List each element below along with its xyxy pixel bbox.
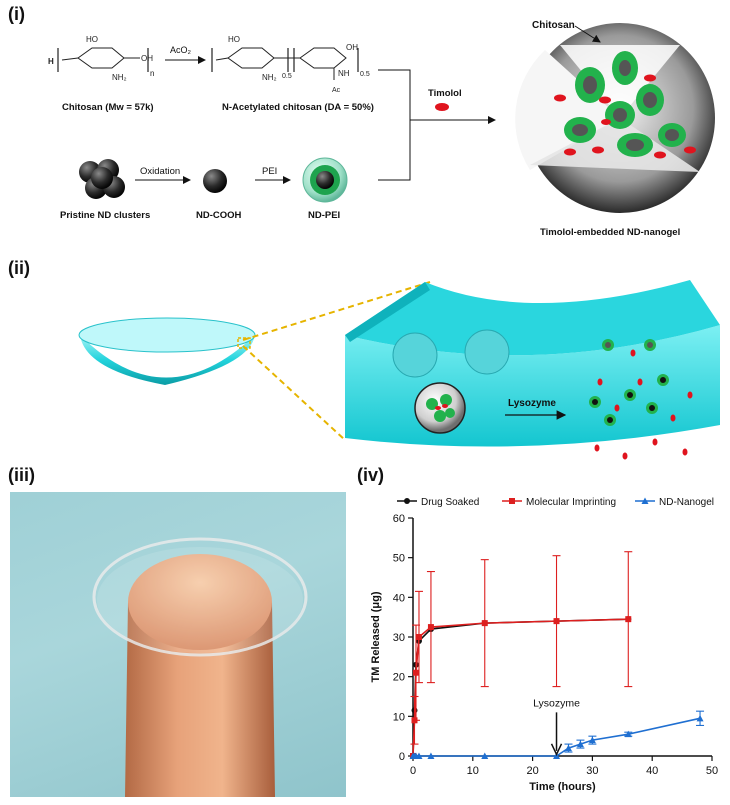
x-tick-label: 30 xyxy=(586,765,598,777)
chitosan-label: Chitosan (Mw = 57k) xyxy=(62,102,154,113)
x-tick-label: 20 xyxy=(526,765,538,777)
data-point xyxy=(696,714,704,722)
data-point xyxy=(427,624,434,631)
nanogel-label: Timolol-embedded ND-nanogel xyxy=(540,227,680,238)
acetyl-oh: OH xyxy=(346,43,358,52)
pristine-nd-clusters xyxy=(79,159,125,199)
acetyl-sub-05b: 0.5 xyxy=(360,71,370,78)
y-tick-label: 0 xyxy=(399,751,405,763)
series-line-1 xyxy=(412,618,629,757)
released-timolol-dots xyxy=(594,349,693,460)
annotation-label: Lysozyme xyxy=(533,697,580,709)
legend-label-1: Molecular Imprinting xyxy=(526,497,616,508)
panel-label-iv: (iv) xyxy=(357,465,384,485)
data-point xyxy=(588,736,596,744)
data-point xyxy=(412,669,419,676)
x-tick-label: 0 xyxy=(410,765,416,777)
legend-marker-1 xyxy=(509,498,515,504)
pei-label: PEI xyxy=(262,166,277,177)
chitosan-oh: OH xyxy=(141,54,153,63)
acetyl-nh: NH xyxy=(338,69,350,78)
x-tick-label: 50 xyxy=(706,765,718,777)
timolol-dot xyxy=(435,103,449,111)
nanogel-sphere xyxy=(515,23,715,213)
merge-bracket xyxy=(378,69,411,181)
scheme-ii: Lysozyme xyxy=(78,280,720,460)
data-point xyxy=(576,740,584,748)
ndpei-label: ND-PEI xyxy=(308,210,340,221)
legend-label-0: Drug Soaked xyxy=(421,497,479,508)
chitosan-ho: HO xyxy=(86,35,98,44)
released-nd-particles xyxy=(589,339,669,426)
nanogel-nd-particles xyxy=(564,51,686,157)
timolol-label: Timolol xyxy=(428,88,462,99)
data-point xyxy=(415,634,422,640)
data-point xyxy=(481,752,489,759)
data-point xyxy=(415,752,423,759)
chitosan-nh2: NH₂ xyxy=(112,73,127,82)
ac2o-reagent: AcO₂ xyxy=(170,45,192,55)
x-tick-label: 10 xyxy=(467,765,479,777)
acetyl-ac: Ac xyxy=(332,87,341,94)
data-point xyxy=(625,616,632,623)
ndcooh-label: ND-COOH xyxy=(196,210,242,221)
y-tick-label: 50 xyxy=(393,553,405,565)
zoom-line-bottom xyxy=(242,345,346,441)
data-point xyxy=(564,744,572,752)
y-axis-label: TM Released (μg) xyxy=(370,591,382,682)
zoom-marker xyxy=(237,337,251,349)
annotation-arrow-head xyxy=(550,743,563,757)
acetylated-label: N-Acetylated chitosan (DA = 50%) xyxy=(222,102,374,113)
y-tick-label: 60 xyxy=(393,513,405,525)
photo-illustration xyxy=(92,537,308,797)
x-tick-label: 40 xyxy=(646,765,658,777)
nanogel-timolol-dots xyxy=(554,74,696,159)
nd-cooh-sphere xyxy=(203,169,227,193)
chitosan-h: H xyxy=(48,57,54,66)
x-axis-label: Time (hours) xyxy=(529,781,596,793)
data-point xyxy=(624,730,632,738)
slab-nanogel xyxy=(414,382,466,434)
y-tick-label: 20 xyxy=(393,672,405,684)
data-point xyxy=(481,620,488,627)
acetyl-ho: HO xyxy=(228,35,240,44)
lens-on-finger-photo xyxy=(10,492,346,797)
panel-label-i: (i) xyxy=(8,4,25,24)
zoom-line-top xyxy=(242,281,431,341)
nd-pei-particle xyxy=(302,157,348,203)
lysozyme-label: Lysozyme xyxy=(508,398,556,409)
panel-label-ii: (ii) xyxy=(8,258,30,278)
chitosan-structure xyxy=(57,47,149,72)
legend-marker-2 xyxy=(641,497,649,504)
oxidation-label: Oxidation xyxy=(140,166,180,177)
scheme-i: H HO OH NH₂ n AcO₂ HO OH NH₂ 0.5 NH Ac 0… xyxy=(48,20,715,238)
lens-slab xyxy=(345,280,720,447)
data-point xyxy=(427,752,435,759)
y-tick-label: 10 xyxy=(393,711,405,723)
chitosan-pointer-line xyxy=(574,25,601,43)
acetyl-nh2: NH₂ xyxy=(262,73,277,82)
panel-label-iii: (iii) xyxy=(8,465,35,485)
legend-marker-0 xyxy=(404,498,410,504)
chitosan-n: n xyxy=(150,69,154,78)
y-tick-label: 30 xyxy=(393,632,405,644)
contact-lens xyxy=(78,317,256,385)
series-line-0 xyxy=(412,618,629,757)
pristine-label: Pristine ND clusters xyxy=(60,210,150,221)
acetyl-sub-05a: 0.5 xyxy=(282,73,292,80)
legend-label-2: ND-Nanogel xyxy=(659,497,714,508)
acetylated-chitosan-structure xyxy=(211,47,359,80)
data-point xyxy=(553,618,560,625)
chitosan-pointer-label: Chitosan xyxy=(532,20,575,31)
y-tick-label: 40 xyxy=(393,592,405,604)
